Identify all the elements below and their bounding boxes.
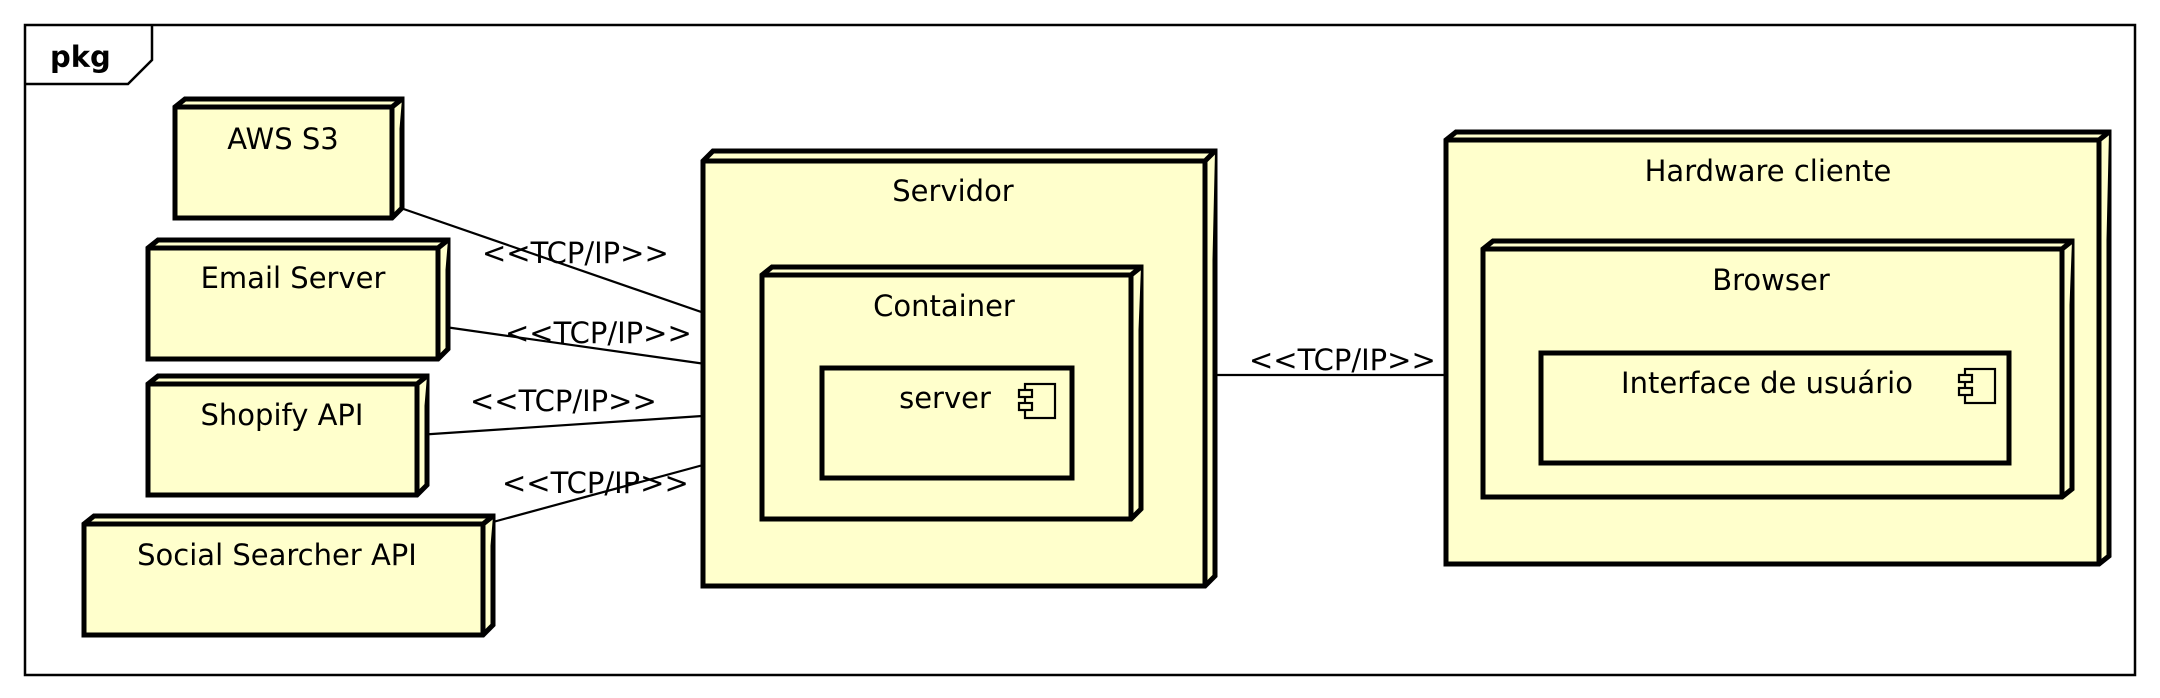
- node-hardware-cliente-label: Hardware cliente: [1645, 154, 1892, 188]
- component-server-label: server: [899, 381, 991, 415]
- node-shopify-api-label: Shopify API: [201, 398, 364, 432]
- node-email-server: Email Server: [145, 237, 451, 362]
- component-icon: [1017, 382, 1057, 420]
- node-browser-label: Browser: [1712, 263, 1830, 297]
- node-servidor-label: Servidor: [892, 174, 1014, 208]
- node-aws-s3-label: AWS S3: [227, 122, 338, 156]
- package-label: pkg: [50, 40, 111, 74]
- node-container-label: Container: [873, 289, 1015, 323]
- edge-label-aws-container: <<TCP/IP>>: [482, 236, 669, 270]
- edge-label-social-container: <<TCP/IP>>: [502, 466, 689, 500]
- node-social-searcher-api-label: Social Searcher API: [137, 538, 417, 572]
- node-aws-s3: AWS S3: [172, 96, 405, 221]
- edge-label-servidor-browser: <<TCP/IP>>: [1249, 343, 1436, 377]
- edge-labels: <<TCP/IP>> <<TCP/IP>> <<TCP/IP>> <<TCP/I…: [470, 236, 1436, 500]
- edge-label-shopify-container: <<TCP/IP>>: [470, 384, 657, 418]
- edge-aws-container: [391, 203, 763, 335]
- node-email-server-label: Email Server: [201, 261, 386, 295]
- component-server: server: [819, 365, 1075, 481]
- component-icon: [1957, 367, 1997, 405]
- node-shopify-api: Shopify API: [145, 373, 430, 498]
- component-interface-usuario: Interface de usuário: [1538, 350, 2012, 466]
- edge-label-email-container: <<TCP/IP>>: [505, 316, 692, 350]
- component-interface-usuario-label: Interface de usuário: [1621, 366, 1913, 400]
- node-social-searcher-api: Social Searcher API: [81, 513, 496, 638]
